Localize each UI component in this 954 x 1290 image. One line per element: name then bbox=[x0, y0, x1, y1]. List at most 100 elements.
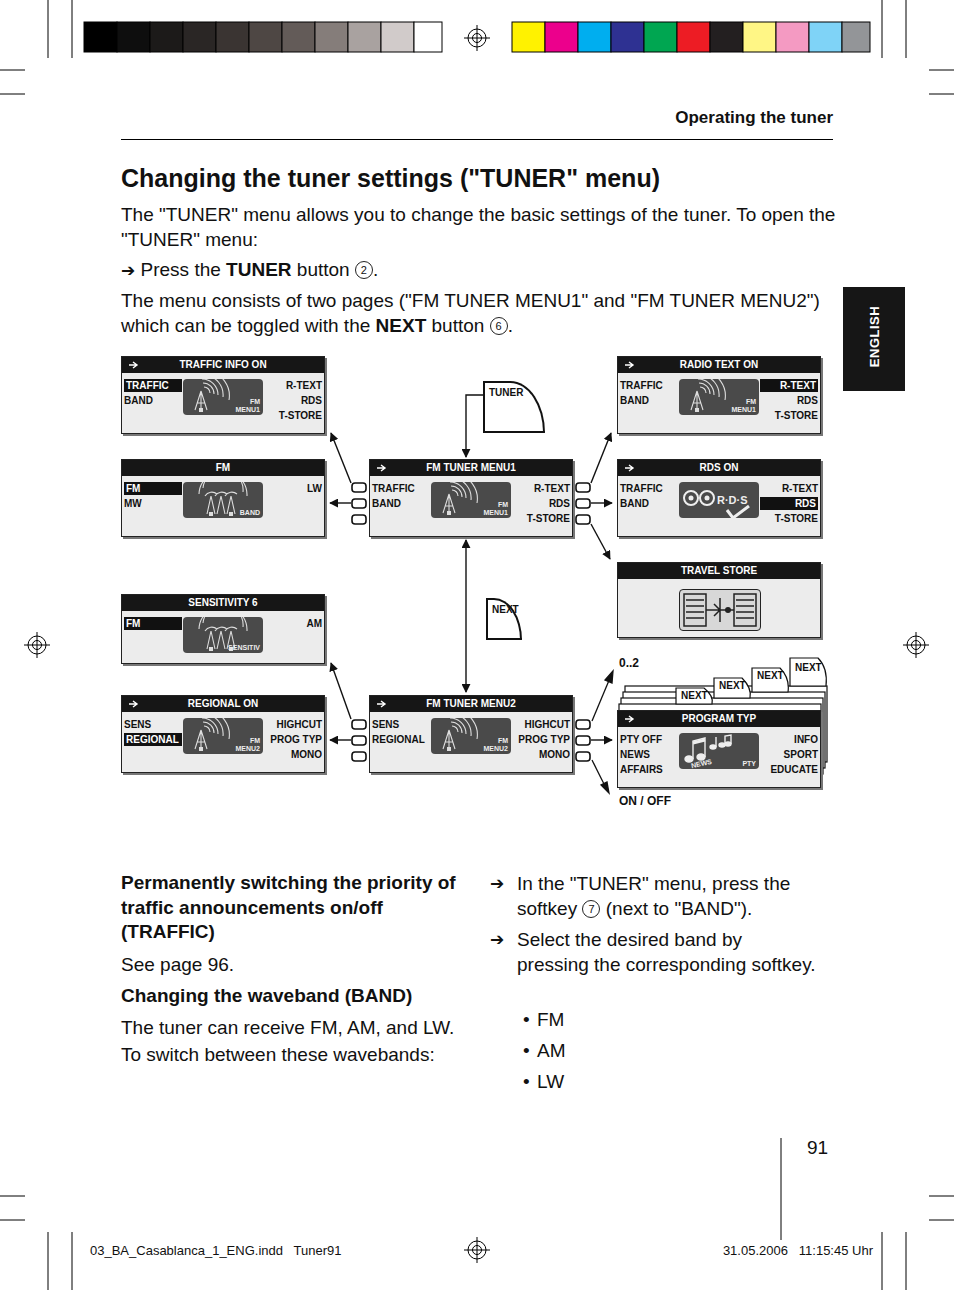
screen-icon bbox=[679, 589, 761, 631]
screen-icon: BAND bbox=[183, 482, 263, 518]
language-tab-text: ENGLISH bbox=[867, 289, 882, 385]
softkey-label: PROG TYP bbox=[518, 733, 570, 746]
softkey-label: FM bbox=[124, 617, 182, 630]
intro-text: The menu consists of two pages ("FM TUNE… bbox=[121, 288, 836, 338]
screen-header: FM TUNER MENU2 bbox=[370, 696, 572, 712]
step-arrow: ➔ bbox=[490, 927, 504, 952]
softkey-label: T-STORE bbox=[527, 512, 570, 525]
display-screen: REGIONAL ON FMMENU2 SENS REGIONAL HIGHCUT PRO… bbox=[121, 695, 325, 773]
softkey-label: TRAFFIC bbox=[620, 379, 663, 392]
display-screen: SENSITIVITY 6SENSITIVFMAM bbox=[121, 594, 325, 664]
bullet: • bbox=[523, 1007, 530, 1032]
screen-title: RDS ON bbox=[700, 462, 739, 473]
display-screen: TRAFFIC INFO ONFMMENU1TRAFFICBANDR-TEXTR… bbox=[121, 356, 325, 434]
next-tab: NEXT bbox=[757, 670, 784, 682]
connector bbox=[591, 502, 612, 503]
softkey-label: PTY OFF bbox=[620, 733, 662, 746]
screen-header: RDS ON bbox=[618, 460, 820, 476]
screen-title: REGIONAL ON bbox=[188, 698, 258, 709]
icon-text: R·D·S bbox=[717, 494, 748, 506]
softkey-label: PROG TYP bbox=[270, 733, 322, 746]
callout-number: 6 bbox=[490, 317, 508, 335]
softkey-label: MW bbox=[124, 497, 142, 510]
softkey-label: SENS bbox=[372, 718, 399, 731]
screen-header: TRAFFIC INFO ON bbox=[122, 357, 324, 373]
softkey-label: MONO bbox=[291, 748, 322, 761]
softkey-label: SPORT bbox=[784, 748, 818, 761]
softkey-label: R-TEXT bbox=[760, 379, 818, 392]
grey-bar bbox=[84, 22, 442, 52]
icon-text: FM bbox=[250, 737, 260, 745]
softkey-label: AM bbox=[306, 617, 322, 630]
connector bbox=[591, 739, 612, 740]
connector bbox=[331, 663, 351, 719]
softkey-label: REGIONAL bbox=[124, 733, 182, 746]
text: Press the bbox=[141, 259, 221, 280]
screen-icon: FMMENU2 bbox=[183, 718, 263, 754]
screen-header: RADIO TEXT ON bbox=[618, 357, 820, 373]
connector bbox=[465, 540, 466, 692]
section-heading: Changing the waveband (BAND) bbox=[121, 983, 466, 1008]
callout-number: 2 bbox=[355, 261, 373, 279]
color-bar bbox=[512, 22, 870, 52]
connector bbox=[591, 433, 611, 483]
softkey-label: TRAFFIC bbox=[620, 482, 663, 495]
screen-title: PROGRAM TYP bbox=[682, 713, 756, 724]
screen-icon: FMMENU1 bbox=[183, 379, 263, 415]
running-head: Operating the tuner bbox=[675, 108, 833, 128]
screen-header: SENSITIVITY 6 bbox=[122, 595, 324, 611]
icon-text: FM bbox=[498, 501, 508, 509]
screen-header: TRAVEL STORE bbox=[618, 563, 820, 579]
screen-title: FM TUNER MENU1 bbox=[426, 462, 515, 473]
softkey-label: TRAFFIC bbox=[372, 482, 415, 495]
softkey-label: BAND bbox=[372, 497, 401, 510]
softkey-label: NEWS bbox=[620, 748, 650, 761]
icon-text: FM bbox=[498, 737, 508, 745]
key-button: NEXT bbox=[486, 598, 522, 640]
softkey-label: R-TEXT bbox=[782, 482, 818, 495]
icon-text: BAND bbox=[240, 509, 260, 517]
button-name: NEXT bbox=[376, 315, 427, 336]
screen-icon: FMMENU1 bbox=[431, 482, 511, 518]
section-heading: Permanently switching the priority of tr… bbox=[121, 871, 466, 945]
file-slug: 03_BA_Casablanca_1_ENG.indd Tuner91 bbox=[90, 1243, 342, 1258]
intro-text: The "TUNER" menu allows you to change th… bbox=[121, 202, 836, 252]
softkey-label: HIGHCUT bbox=[276, 718, 322, 731]
next-tab: NEXT bbox=[795, 662, 822, 674]
softkey-label: R-TEXT bbox=[534, 482, 570, 495]
label-arrows bbox=[592, 671, 613, 793]
date-slug: 31.05.2006 11:15:45 Uhr bbox=[723, 1243, 873, 1258]
text: button bbox=[432, 315, 485, 336]
softkey-label: SENS bbox=[124, 718, 151, 731]
connector bbox=[330, 502, 351, 503]
text: The tuner can receive FM, AM, and LW. To… bbox=[121, 1014, 466, 1068]
softkey-label: BAND bbox=[124, 394, 153, 407]
softkey-label: HIGHCUT bbox=[524, 718, 570, 731]
key-button: TUNER bbox=[483, 381, 545, 433]
connector bbox=[466, 395, 483, 457]
icon-text: FM bbox=[746, 398, 756, 406]
step-arrow: ➔ bbox=[490, 871, 504, 896]
screen-header: FM bbox=[122, 460, 324, 476]
softkey-label: T-STORE bbox=[775, 409, 818, 422]
screen-title: TRAFFIC INFO ON bbox=[179, 359, 266, 370]
display-screen: RADIO TEXT ONFMMENU1TRAFFICBANDR-TEXTRDS… bbox=[617, 356, 821, 434]
language-tab bbox=[843, 287, 905, 391]
button-name: TUNER bbox=[226, 259, 291, 280]
icon-text: FM bbox=[250, 398, 260, 406]
screen-title: TRAVEL STORE bbox=[681, 565, 757, 576]
softkey-label: BAND bbox=[620, 394, 649, 407]
softkey-label: RDS bbox=[797, 394, 818, 407]
screen-icon: FMMENU2 bbox=[431, 718, 511, 754]
icon-text: MENU2 bbox=[483, 745, 508, 753]
list-item: LW bbox=[537, 1069, 564, 1094]
connector bbox=[331, 433, 351, 483]
softkey-label: FM bbox=[124, 482, 182, 495]
icon-text: MENU2 bbox=[235, 745, 260, 753]
list-item: AM bbox=[537, 1038, 566, 1063]
display-screen: TRAVEL STORE bbox=[617, 562, 821, 638]
list-item: FM bbox=[537, 1007, 564, 1032]
softkey-label: BAND bbox=[620, 497, 649, 510]
